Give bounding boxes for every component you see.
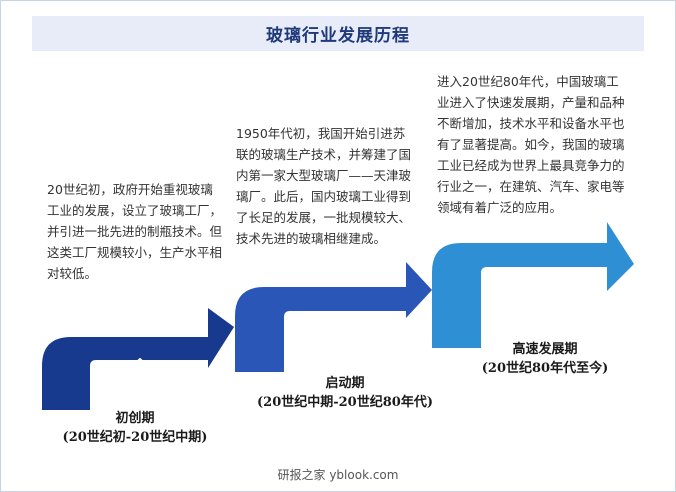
stage-2-name: 启动期 bbox=[325, 376, 365, 391]
stage-3-name: 高速发展期 bbox=[512, 342, 578, 357]
stage-1-arrow bbox=[42, 308, 234, 410]
stage-1-name: 初创期 bbox=[115, 411, 155, 426]
footer-source: 研报之家 yblook.com bbox=[277, 468, 399, 482]
stage-2-label: 启动期 (20世纪中期-20世纪80年代) bbox=[240, 374, 450, 412]
lightbulb-icon bbox=[516, 282, 542, 314]
stage-3-period: (20世纪80年代至今) bbox=[481, 361, 609, 376]
stage-1-label: 初创期 (20世纪初-20世纪中期) bbox=[40, 409, 230, 447]
paperclip-icon bbox=[309, 315, 341, 345]
page-title: 玻璃行业发展历程 bbox=[266, 26, 410, 46]
title-bar: 玻璃行业发展历程 bbox=[32, 16, 644, 51]
stage-1-period: (20世纪初-20世纪中期) bbox=[62, 430, 208, 445]
stage-3-label: 高速发展期 (20世纪80年代至今) bbox=[460, 340, 630, 378]
pencil-icon bbox=[120, 358, 149, 389]
stage-1-description: 20世纪初，政府开始重视玻璃工业的发展，设立了玻璃工厂，并引进一批先进的制瓶技术… bbox=[47, 182, 223, 281]
stage-2-description: 1950年代初，我国开始引进苏联的玻璃生产技术，并筹建了国内第一家大型玻璃厂——… bbox=[236, 126, 412, 246]
stage-3-arrow bbox=[432, 222, 634, 348]
stage-2-arrow bbox=[235, 262, 432, 372]
stage-3-description: 进入20世纪80年代，中国玻璃工业进入了快速发展期，产量和品种不断增加，技术水平… bbox=[437, 74, 625, 215]
stage-2-period: (20世纪中期-20世纪80年代) bbox=[257, 395, 433, 410]
